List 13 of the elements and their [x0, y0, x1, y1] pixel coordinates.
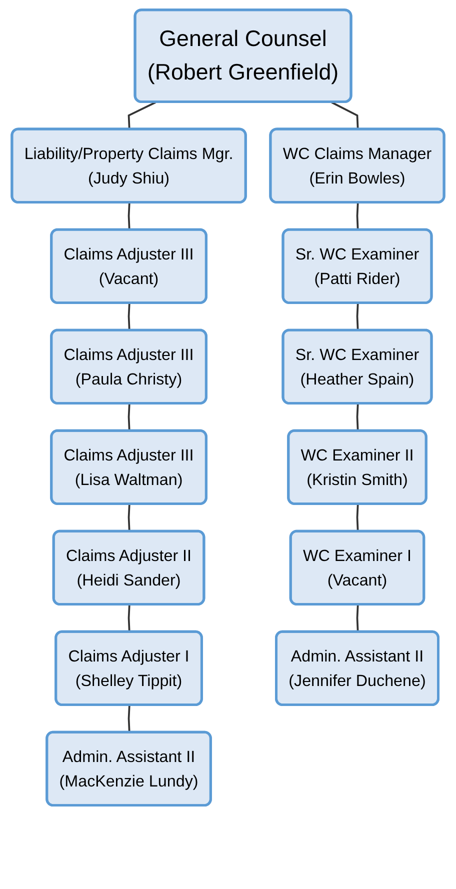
- connector: [128, 102, 156, 130]
- connector: [356, 504, 359, 532]
- connector: [356, 404, 359, 432]
- connector: [128, 202, 130, 230]
- connector: [128, 504, 130, 532]
- connector: [331, 102, 359, 130]
- connector: [356, 303, 359, 331]
- connector: [128, 705, 130, 733]
- connector: [356, 202, 359, 230]
- connector: [128, 404, 130, 432]
- connector: [128, 604, 130, 632]
- connector: [356, 604, 359, 632]
- connector: [128, 303, 130, 331]
